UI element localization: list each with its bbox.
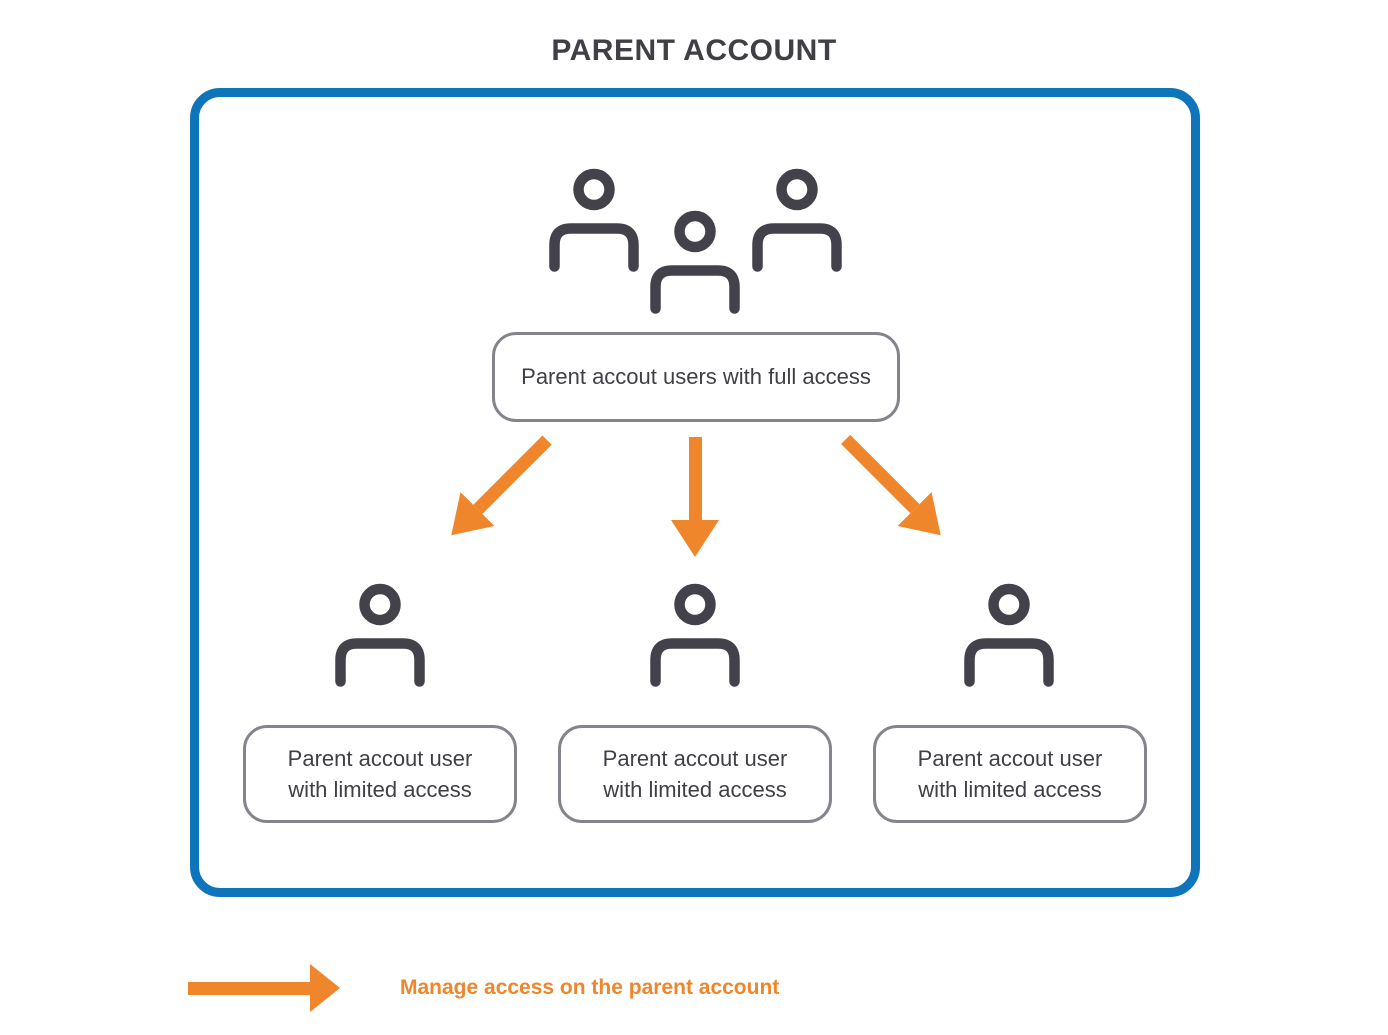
users-group-icon xyxy=(542,168,848,314)
arrow-right-icon xyxy=(188,964,340,1012)
limited-access-label-line1: Parent accout user xyxy=(287,746,473,771)
limited-access-label-line2: with limited access xyxy=(918,777,1102,802)
limited-access-label-line2: with limited access xyxy=(603,777,787,802)
limited-access-node: Parent accout user with limited access xyxy=(243,725,517,823)
arrow-head xyxy=(310,964,340,1012)
limited-access-label-line1: Parent accout user xyxy=(602,746,788,771)
user-icon xyxy=(645,583,745,687)
arrow-shaft xyxy=(688,437,702,520)
limited-access-node: Parent accout user with limited access xyxy=(873,725,1147,823)
limited-access-node: Parent accout user with limited access xyxy=(558,725,832,823)
full-access-label: Parent accout users with full access xyxy=(521,364,871,389)
user-icon xyxy=(330,583,430,687)
arrow-head xyxy=(671,520,719,557)
page-title: PARENT ACCOUNT xyxy=(551,34,837,67)
user-icon xyxy=(959,583,1059,687)
arrow-shaft xyxy=(188,981,310,995)
arrow-down-icon xyxy=(671,437,719,557)
legend-label: Manage access on the parent account xyxy=(400,976,780,999)
full-access-node: Parent accout users with full access xyxy=(492,332,900,422)
limited-access-label-line2: with limited access xyxy=(288,777,472,802)
limited-access-label-line1: Parent accout user xyxy=(917,746,1103,771)
legend: Manage access on the parent account xyxy=(188,964,779,1012)
